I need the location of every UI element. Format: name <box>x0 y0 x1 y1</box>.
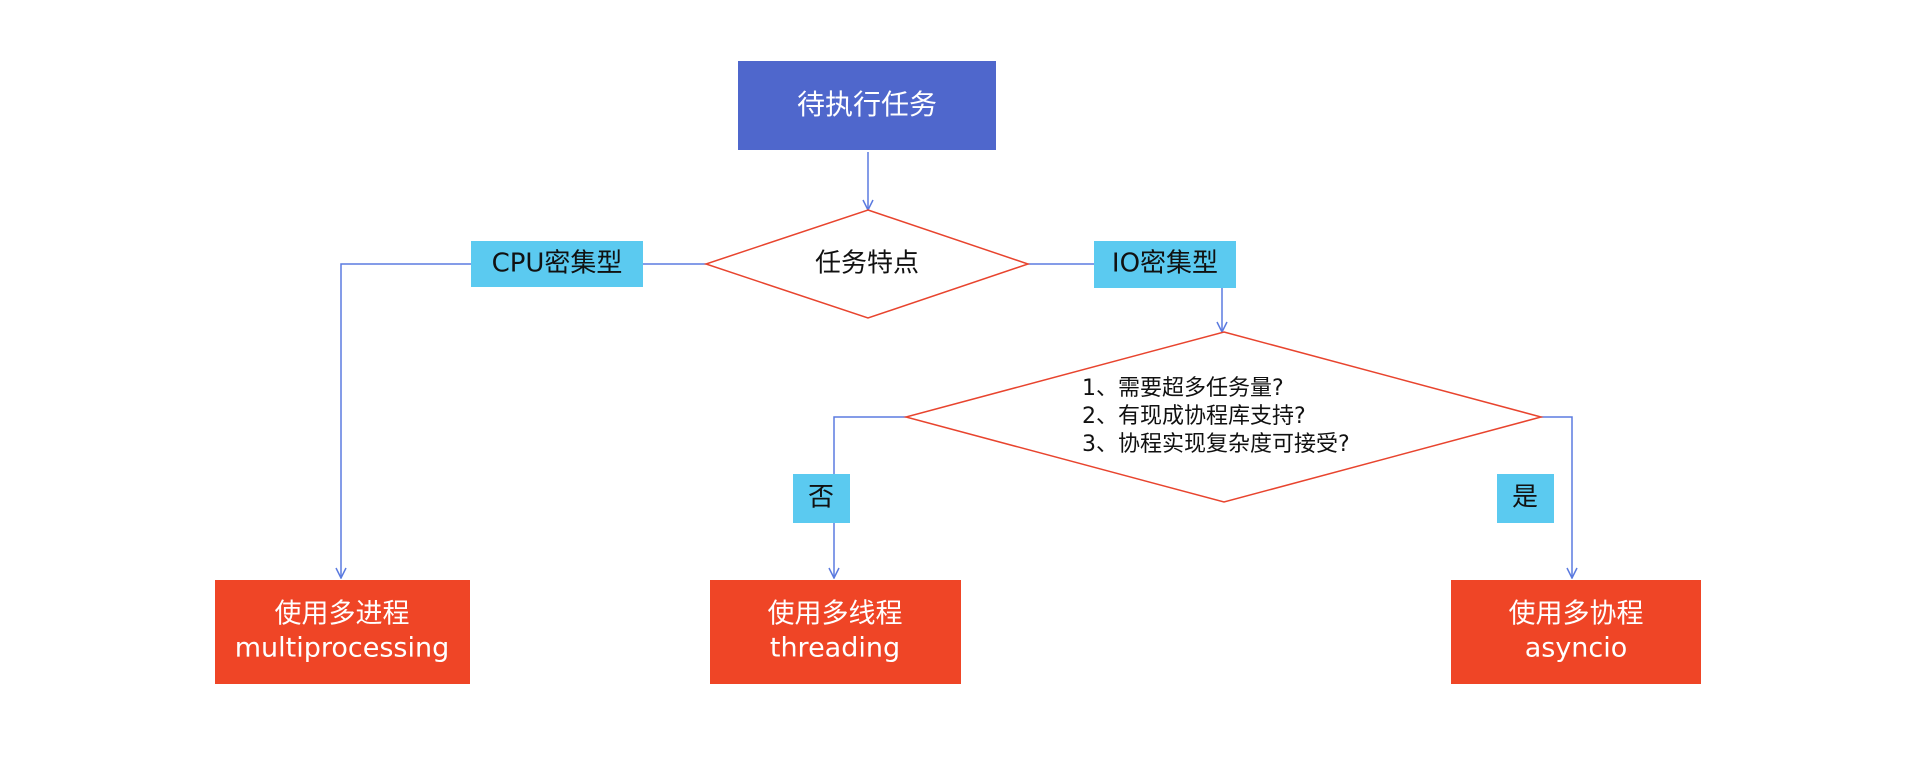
label-no-box <box>793 474 850 523</box>
result-threading-box <box>710 580 961 684</box>
label-yes: 是 <box>1512 483 1538 513</box>
decision-task-type-label: 任务特点 <box>815 249 919 279</box>
result-asyncio-line-1: 使用多协程 <box>1509 599 1644 630</box>
connectors <box>341 152 1572 578</box>
connector-coroutine-to-threading <box>834 416 906 578</box>
result-asyncio-box <box>1451 580 1701 684</box>
label-io-box <box>1094 241 1236 288</box>
decision-task-type <box>703 209 1031 319</box>
result-asyncio-line-2: asyncio <box>1525 633 1628 664</box>
result-multiprocessing-line-1: 使用多进程 <box>275 599 410 630</box>
decision-coroutine-line-1: 1、需要超多任务量? <box>1082 376 1284 401</box>
decision-coroutine-line-3: 3、协程实现复杂度可接受? <box>1082 432 1350 457</box>
label-cpu-box <box>471 241 643 287</box>
result-multiprocessing-box <box>215 580 470 684</box>
label-io: IO密集型 <box>1112 249 1218 279</box>
decision-coroutine <box>903 331 1544 503</box>
label-yes-box <box>1497 474 1554 523</box>
result-threading-line-2: threading <box>770 633 900 664</box>
decision-coroutine-line-2: 2、有现成协程库支持? <box>1082 404 1306 429</box>
start-box <box>738 61 996 150</box>
label-cpu: CPU密集型 <box>492 249 623 279</box>
start-label: 待执行任务 <box>797 88 937 121</box>
label-no: 否 <box>808 483 834 513</box>
connector-type-to-multiprocessing <box>341 263 706 578</box>
result-threading-line-1: 使用多线程 <box>768 599 903 630</box>
connector-coroutine-to-asyncio <box>1541 416 1572 578</box>
result-multiprocessing-line-2: multiprocessing <box>235 633 450 664</box>
